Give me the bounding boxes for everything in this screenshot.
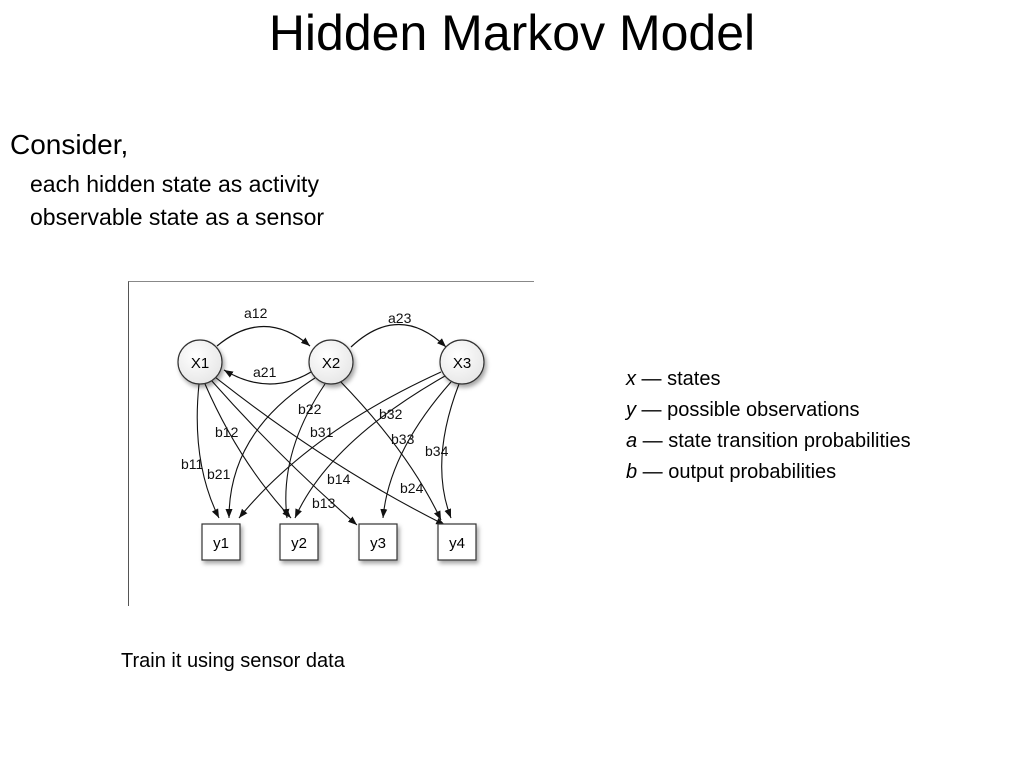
legend-item-y: y — possible observations <box>626 395 926 426</box>
edge-a21 <box>223 369 312 385</box>
obs-y4-label: y4 <box>449 535 465 552</box>
legend-text-a: — state transition probabilities <box>637 430 911 452</box>
state-x2-label: X2 <box>322 355 340 372</box>
label-b13: b13 <box>312 495 336 511</box>
edge-b12 <box>204 383 292 519</box>
legend-item-x: x — states <box>626 364 926 395</box>
state-x3-label: X3 <box>453 355 471 372</box>
state-x3: X3 <box>439 339 485 385</box>
legend-symbol-b: b <box>626 461 638 483</box>
label-a23: a23 <box>388 310 412 326</box>
footer-note: Train it using sensor data <box>121 650 345 672</box>
obs-y1-label: y1 <box>213 535 229 552</box>
edge-b32 <box>294 375 446 519</box>
state-x1: X1 <box>177 339 223 385</box>
obs-y2: y2 <box>279 523 319 561</box>
edge-a23 <box>350 324 447 348</box>
label-b31: b31 <box>310 424 334 440</box>
label-b14: b14 <box>327 471 351 487</box>
edge-b13 <box>210 379 358 526</box>
edge-b31 <box>238 371 442 519</box>
edge-b14 <box>214 376 446 526</box>
legend-text-y: — possible observations <box>636 399 860 421</box>
label-b33: b33 <box>391 431 415 447</box>
label-b22: b22 <box>298 401 322 417</box>
hmm-diagram-figure: X1 X2 X3 y1 y2 y3 y4 a12 a21 <box>128 281 534 606</box>
edge-a12 <box>216 326 311 347</box>
label-b34: b34 <box>425 443 449 459</box>
label-b12: b12 <box>215 424 239 440</box>
obs-y4: y4 <box>437 523 477 561</box>
obs-y3-label: y3 <box>370 535 386 552</box>
label-b32: b32 <box>379 406 403 422</box>
bullet-hidden-state: each hidden state as activity <box>30 171 319 197</box>
edge-b11 <box>196 383 220 519</box>
legend-item-b: b — output probabilities <box>626 457 926 488</box>
edge-b33 <box>380 381 452 519</box>
label-b24: b24 <box>400 480 424 496</box>
legend-symbol-x: x <box>626 368 636 390</box>
edge-b34 <box>441 383 460 519</box>
bullet-list: each hidden state as activity observable… <box>30 168 324 234</box>
legend: x — states y — possible observations a —… <box>626 364 926 488</box>
obs-y3: y3 <box>358 523 398 561</box>
edge-b24 <box>338 379 442 521</box>
label-b21: b21 <box>207 466 231 482</box>
legend-text-b: — output probabilities <box>637 461 837 483</box>
legend-text-x: — states <box>636 368 721 390</box>
legend-item-a: a — state transition probabilities <box>626 426 926 457</box>
label-a12: a12 <box>244 305 268 321</box>
legend-symbol-y: y <box>626 399 636 421</box>
label-a21: a21 <box>253 364 277 380</box>
bullet-observable-state: observable state as a sensor <box>30 204 325 230</box>
obs-y2-label: y2 <box>291 535 307 552</box>
state-x2: X2 <box>308 339 354 385</box>
state-x1-label: X1 <box>191 355 209 372</box>
obs-y1: y1 <box>201 523 241 561</box>
consider-heading: Consider, <box>10 129 129 160</box>
hmm-diagram: X1 X2 X3 y1 y2 y3 y4 a12 a21 <box>177 305 485 561</box>
legend-symbol-a: a <box>626 430 638 452</box>
label-b11: b11 <box>181 456 204 472</box>
edge-b21 <box>225 377 316 519</box>
slide-title: Hidden Markov Model <box>268 5 756 61</box>
edge-b22 <box>282 383 326 519</box>
